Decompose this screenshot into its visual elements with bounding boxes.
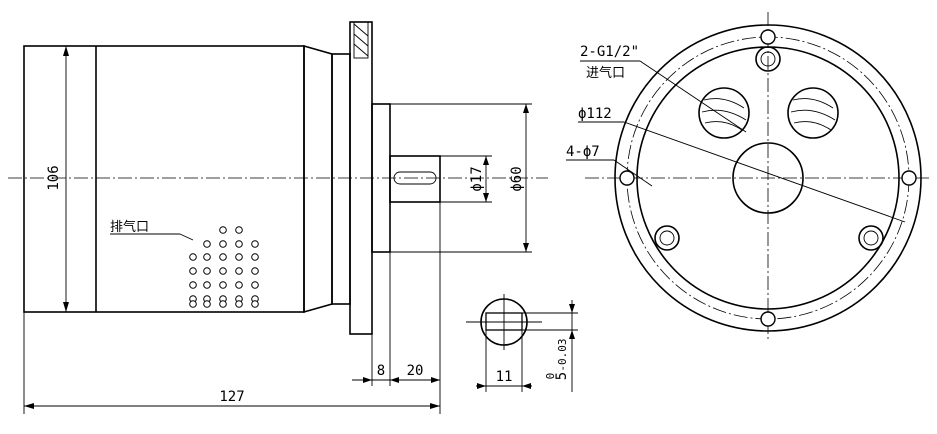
vent-hole — [251, 253, 259, 261]
thread-hatch — [790, 98, 836, 131]
vent-hole — [189, 300, 197, 308]
vent-hole — [203, 253, 211, 261]
mount-boss — [755, 46, 781, 72]
lower-left-boss — [654, 225, 680, 251]
mount-hole — [760, 29, 776, 45]
exhaust-vent-holes — [189, 226, 259, 308]
vent-hole — [251, 240, 259, 248]
vent-hole — [235, 240, 243, 248]
output-shaft — [389, 155, 441, 203]
pcd-label: ϕ112 — [578, 106, 612, 122]
arrow-icon — [523, 243, 529, 252]
outer-flange-circle — [614, 24, 922, 332]
pcd-leader — [623, 121, 906, 223]
arrow-icon — [523, 104, 529, 113]
arrow-icon — [569, 330, 575, 339]
lower-left-boss-hole — [659, 230, 675, 246]
tolerance-lower-label: -0.03 — [556, 338, 569, 371]
arrow-icon — [431, 377, 440, 383]
vent-hole — [189, 281, 197, 289]
leader-line — [613, 159, 653, 187]
arrow-icon — [569, 304, 575, 313]
shaft-diameter-label: ϕ17 — [469, 166, 485, 191]
vent-hole — [203, 281, 211, 289]
vent-hole — [235, 253, 243, 261]
dim-106-label: 106 — [46, 165, 62, 190]
vent-hole — [219, 240, 227, 248]
side-view: 排气口 106 ϕ17 ϕ60 8 20 127 — [8, 21, 548, 414]
vent-hole — [189, 253, 197, 261]
vent-hole — [251, 267, 259, 275]
leader-line — [639, 60, 747, 133]
vent-hole — [219, 226, 227, 234]
arrow-icon — [430, 403, 440, 409]
tolerance-upper-label: 0 — [544, 373, 557, 380]
inlet-port-label: 进气口 — [586, 65, 625, 81]
leader-line — [179, 233, 194, 241]
arrow-icon — [63, 46, 69, 56]
mount-hole — [901, 170, 917, 186]
arrow-icon — [63, 302, 69, 312]
vent-hole — [203, 267, 211, 275]
inlet-port-left — [698, 87, 750, 139]
front-view: 2-G1/2" 进气口 ϕ112 4-ϕ7 — [566, 12, 930, 342]
exhaust-port-label: 排气口 — [110, 219, 149, 235]
vent-hole — [235, 281, 243, 289]
arrow-icon — [522, 383, 531, 389]
vent-hole — [251, 300, 259, 308]
vent-hole — [219, 281, 227, 289]
vent-hole — [219, 267, 227, 275]
vent-hole — [251, 281, 259, 289]
arrow-icon — [363, 377, 372, 383]
hatch-line — [353, 33, 369, 47]
arrow-icon — [24, 403, 34, 409]
hatch-line — [353, 43, 369, 57]
lower-right-boss — [858, 225, 884, 251]
key-depth-label: 5 — [554, 372, 570, 380]
vent-hole — [189, 267, 197, 275]
arrow-icon — [477, 383, 486, 389]
pilot-diameter-label: ϕ60 — [509, 166, 525, 191]
vent-hole — [203, 300, 211, 308]
arrow-icon — [483, 193, 489, 202]
overall-length-label: 127 — [219, 389, 244, 405]
flange-hole-section — [353, 21, 369, 59]
arrow-icon — [390, 377, 399, 383]
flange-hub — [331, 53, 351, 305]
mount-holes-label: 4-ϕ7 — [566, 144, 600, 160]
arrow-icon — [483, 156, 489, 165]
flange-thickness-label: 8 — [377, 363, 385, 379]
mount-hole — [760, 311, 776, 327]
motor-neck — [303, 44, 333, 314]
thread-spec-label: 2-G1/2" — [580, 44, 639, 60]
vent-hole — [235, 267, 243, 275]
vent-hole — [203, 240, 211, 248]
vent-hole — [235, 300, 243, 308]
hatch-line — [353, 23, 369, 37]
vent-hole — [219, 253, 227, 261]
shaft-section-view: 11 5 0 -0.03 — [466, 294, 578, 392]
shaft-length-label: 20 — [407, 363, 424, 379]
vent-hole — [235, 226, 243, 234]
mount-boss-hole — [760, 51, 776, 67]
shaft-boss-circle — [732, 142, 804, 214]
shaft-keyway — [393, 171, 437, 185]
key-width-label: 11 — [496, 369, 513, 385]
vent-hole — [219, 300, 227, 308]
mount-hole — [619, 170, 635, 186]
thread-hatch — [701, 98, 747, 131]
lower-right-boss-hole — [863, 230, 879, 246]
inlet-port-right — [787, 87, 839, 139]
